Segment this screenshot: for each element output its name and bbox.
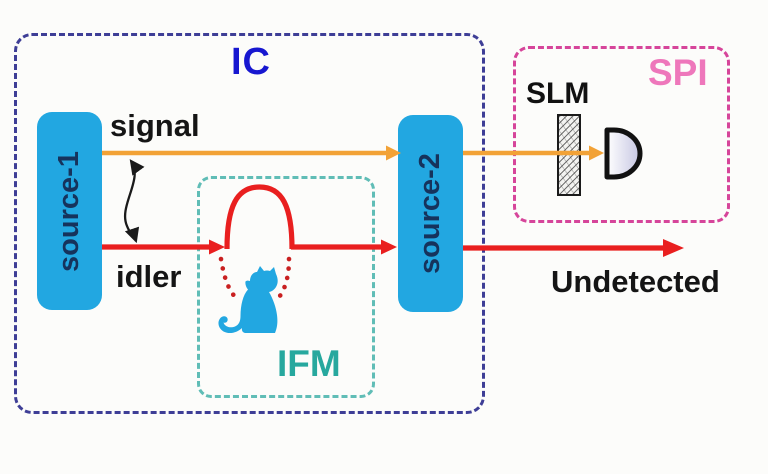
spi-label: SPI — [648, 52, 708, 93]
ifm-region-box — [197, 176, 375, 398]
ic-label: IC — [231, 41, 271, 83]
source-1-box: source-1 — [37, 112, 102, 310]
spi-region-box — [513, 46, 730, 223]
idler-beam-segment-3 — [463, 239, 684, 257]
slm-label: SLM — [526, 77, 590, 110]
slm-element — [557, 114, 581, 196]
ifm-label: IFM — [277, 343, 341, 384]
undetected-beam-label: Undetected — [551, 264, 720, 299]
ic-region-box — [14, 33, 485, 414]
idler-beam-label: idler — [116, 259, 182, 294]
source-2-box: source-2 — [398, 115, 463, 312]
source-1-label: source-1 — [53, 150, 86, 272]
signal-beam-label: signal — [110, 108, 200, 143]
source-2-label: source-2 — [414, 153, 447, 274]
idler-arrowhead-3 — [663, 239, 684, 257]
